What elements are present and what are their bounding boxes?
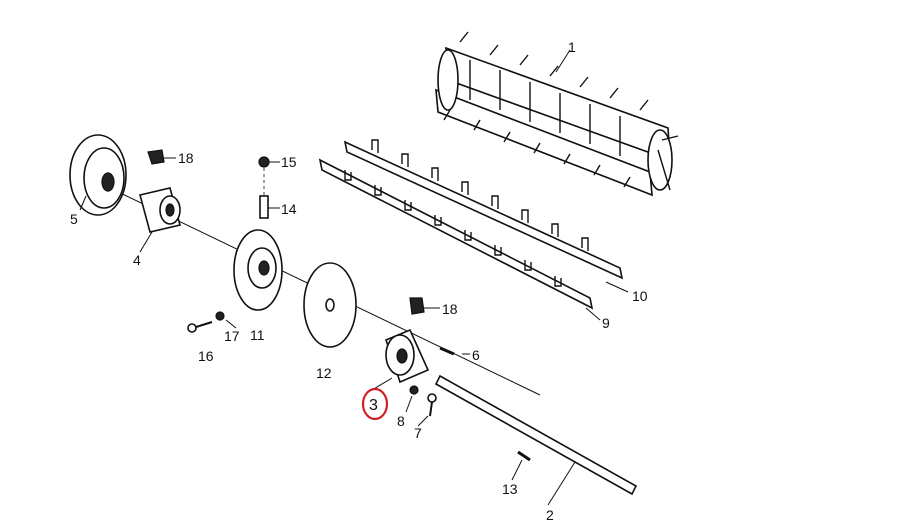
label-14: 14 xyxy=(281,201,297,217)
drum-reel xyxy=(435,31,679,197)
highlight-circle xyxy=(361,387,389,421)
nut-15 xyxy=(258,156,280,168)
label-11: 11 xyxy=(250,327,265,343)
label-1: 1 xyxy=(568,39,576,55)
label-7: 7 xyxy=(414,425,422,441)
label-9: 9 xyxy=(602,315,610,331)
label-18-lower: 18 xyxy=(442,301,458,317)
label-3: 3 xyxy=(369,397,378,414)
label-6: 6 xyxy=(472,347,480,363)
label-2: 2 xyxy=(546,507,554,523)
flange-11 xyxy=(233,229,283,311)
disc-12 xyxy=(303,262,357,348)
label-12: 12 xyxy=(316,365,332,381)
key-13 xyxy=(517,450,531,462)
slat-bar-10 xyxy=(343,139,624,280)
bolt-7 xyxy=(427,393,437,417)
bearing-4 xyxy=(139,187,181,233)
label-8: 8 xyxy=(397,413,405,429)
label-13: 13 xyxy=(502,481,518,497)
label-5: 5 xyxy=(70,211,78,227)
grease-nipple-18b xyxy=(409,297,440,315)
label-18-top: 18 xyxy=(178,150,194,166)
grease-nipple-18a xyxy=(147,149,176,165)
washer-17 xyxy=(215,311,225,321)
bolt-16 xyxy=(187,321,213,333)
shaft-2 xyxy=(434,374,638,496)
label-4: 4 xyxy=(133,252,141,268)
slat-bar-9 xyxy=(318,158,594,310)
label-15: 15 xyxy=(281,154,297,170)
pulley-5 xyxy=(69,134,127,216)
label-17: 17 xyxy=(224,328,240,344)
bolt-14 xyxy=(259,168,280,219)
label-10: 10 xyxy=(632,288,648,304)
pin-6 xyxy=(439,346,455,356)
nut-8 xyxy=(409,385,419,395)
bearing-3 xyxy=(385,328,430,384)
label-16: 16 xyxy=(198,348,214,364)
